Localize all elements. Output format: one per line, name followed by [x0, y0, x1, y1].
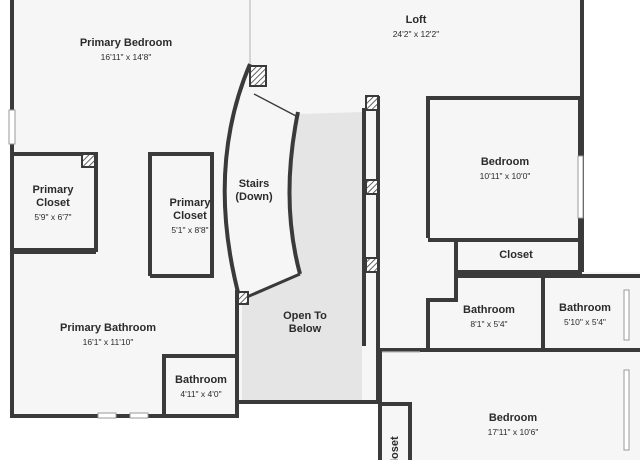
window-bedroom-2-east — [623, 369, 630, 451]
room-open-to-below: Open To Below — [283, 310, 327, 336]
column-right-2 — [365, 179, 379, 195]
window-bath-1 — [97, 412, 117, 419]
room-name-line-2: Closet — [36, 197, 70, 209]
column-stairs-top — [249, 65, 267, 87]
room-dims: 5'9" x 6'7" — [34, 212, 72, 222]
room-name-line-1: Open To — [283, 310, 327, 322]
room-name-line-2: Below — [288, 323, 322, 335]
room-name: Bedroom — [488, 412, 538, 424]
column-right-3 — [365, 257, 379, 273]
room-dims: 16'1" x 11'10" — [82, 337, 134, 347]
room-dims: 17'11" x 10'6" — [487, 427, 539, 437]
room-name: Loft — [405, 14, 427, 26]
room-name: Primary Bathroom — [60, 322, 156, 334]
room-bathroom-3: Bathroom 4'11" x 4'0" — [175, 374, 227, 401]
exterior-gap — [237, 402, 380, 460]
exterior-bottom-right — [380, 402, 640, 460]
room-dims: 8'1" x 5'4" — [470, 319, 508, 329]
room-name: Bathroom — [463, 304, 515, 316]
room-dims: 5'1" x 8'8" — [171, 225, 209, 235]
stairs-top-line — [253, 93, 297, 117]
room-bedroom-1: Bedroom 10'11" x 10'0" — [480, 156, 531, 183]
room-name-line-1: Stairs — [238, 178, 270, 190]
stairs-outer-wall — [222, 63, 252, 301]
wall-bathroom-3 — [162, 354, 236, 416]
room-name: Primary Bedroom — [79, 37, 173, 49]
room-name-line-2: (Down) — [235, 191, 273, 203]
stairs-bottom-edge — [239, 272, 301, 302]
room-dims: 16'11" x 14'8" — [100, 52, 152, 62]
wall-primary-closet-2 — [148, 152, 214, 278]
room-primary-bedroom: Primary Bedroom 16'11" x 14'8" — [80, 37, 172, 64]
stairs-inner-wall — [287, 111, 302, 275]
room-dims: 24'2" x 12'2" — [392, 29, 440, 39]
open-to-below-area — [242, 112, 362, 400]
room-name-line-1: Primary — [32, 184, 74, 196]
room-primary-closet-1: Primary Closet 5'9" x 6'7" — [33, 184, 74, 224]
room-name-line-1: Primary — [169, 197, 211, 209]
window-bedroom-west — [8, 109, 16, 145]
room-primary-bathroom: Primary Bathroom 16'1" x 11'10" — [60, 322, 156, 349]
room-dims: 10'11" x 10'0" — [479, 171, 531, 181]
room-closet-1: Closet — [499, 249, 533, 262]
wall-closet-2 — [380, 402, 412, 460]
wall-bath-strip — [426, 272, 458, 350]
room-dims: 5'10" x 5'4" — [564, 317, 606, 327]
room-bathroom-2: Bathroom 5'10" x 5'4" — [559, 302, 611, 329]
column-right-1 — [365, 95, 379, 111]
room-name: Closet — [499, 249, 533, 261]
room-name-line-2: Closet — [173, 210, 207, 222]
room-primary-closet-2: Primary Closet 5'1" x 8'8" — [170, 197, 211, 237]
room-stairs: Stairs (Down) — [235, 178, 272, 204]
room-bedroom-2: Bedroom 17'11" x 10'6" — [488, 412, 539, 439]
window-bedroom-1-east — [577, 155, 584, 219]
column-closet-1 — [81, 153, 96, 168]
room-name: Bedroom — [480, 156, 530, 168]
room-dims: 4'11" x 4'0" — [180, 389, 222, 399]
room-closet-2: Closet — [389, 436, 401, 460]
room-loft: Loft 24'2" x 12'2" — [393, 14, 440, 41]
room-name: Bathroom — [559, 302, 611, 314]
room-name: Bathroom — [175, 374, 227, 386]
window-bath-east — [623, 289, 630, 341]
column-stairs-bottom — [237, 291, 249, 305]
room-bathroom-1: Bathroom 8'1" x 5'4" — [463, 304, 515, 331]
window-bath-2 — [129, 412, 149, 419]
